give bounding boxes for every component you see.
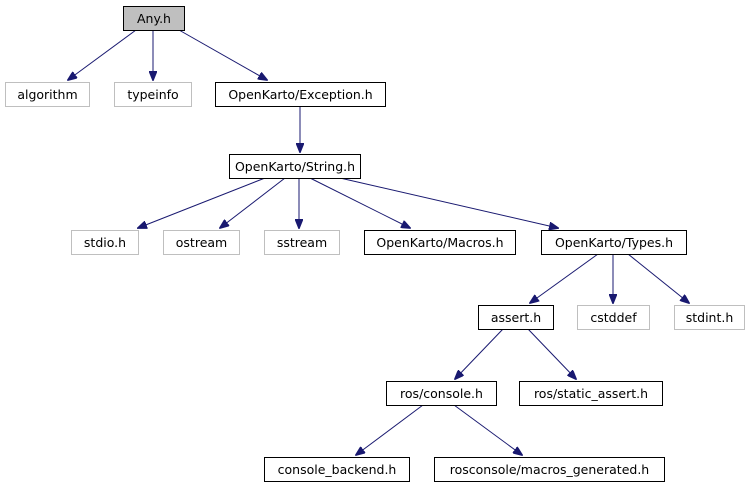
- node-label: OpenKarto/String.h: [235, 159, 355, 174]
- node-box: [71, 230, 139, 255]
- node-label: cstddef: [590, 310, 637, 325]
- node-box: [163, 230, 240, 255]
- node-ostream: ostream: [163, 230, 240, 255]
- node-string[interactable]: OpenKarto/String.h: [229, 154, 361, 179]
- edge-rosconsole-to-macrosgen: [453, 404, 522, 455]
- node-box: [674, 305, 745, 330]
- node-backend[interactable]: console_backend.h: [264, 457, 410, 482]
- edge-rosconsole-to-backend: [356, 404, 424, 455]
- node-any[interactable]: Any.h: [123, 6, 185, 31]
- node-label: sstream: [277, 235, 327, 250]
- node-label: algorithm: [17, 87, 77, 102]
- node-exception[interactable]: OpenKarto/Exception.h: [215, 82, 386, 107]
- node-box: [264, 457, 410, 482]
- node-box: [434, 457, 665, 482]
- edge-assert-to-staticassert: [527, 328, 576, 379]
- edge-types-to-stdint: [627, 253, 689, 303]
- node-label: Any.h: [137, 11, 171, 26]
- node-box: [229, 154, 361, 179]
- node-box: [519, 381, 663, 406]
- node-staticassert[interactable]: ros/static_assert.h: [519, 381, 663, 406]
- node-macros[interactable]: OpenKarto/Macros.h: [364, 230, 516, 255]
- node-label: typeinfo: [127, 87, 178, 102]
- node-macrosgen[interactable]: rosconsole/macros_generated.h: [434, 457, 665, 482]
- edges-layer: [68, 29, 689, 455]
- edge-string-to-macros: [309, 177, 410, 228]
- node-label: OpenKarto/Exception.h: [228, 87, 372, 102]
- edge-any-to-exception: [178, 29, 267, 80]
- node-label: assert.h: [491, 310, 541, 325]
- nodes-layer: Any.h algorithm typeinfo OpenKarto/Exceptio…: [5, 6, 745, 482]
- node-rosconsole[interactable]: ros/console.h: [386, 381, 497, 406]
- edge-string-to-types: [339, 177, 558, 228]
- node-box: [215, 82, 386, 107]
- node-stdint: stdint.h: [674, 305, 745, 330]
- node-typeinfo: typeinfo: [114, 82, 192, 107]
- edge-assert-to-rosconsole: [455, 328, 504, 379]
- node-label: ros/static_assert.h: [534, 386, 648, 401]
- node-label: ros/console.h: [400, 386, 483, 401]
- node-label: OpenKarto/Macros.h: [376, 235, 503, 250]
- node-label: stdint.h: [686, 310, 734, 325]
- node-assert[interactable]: assert.h: [478, 305, 554, 330]
- node-box: [114, 82, 192, 107]
- node-box: [123, 6, 185, 31]
- node-box: [264, 230, 340, 255]
- node-sstream: sstream: [264, 230, 340, 255]
- edge-string-to-ostream: [220, 177, 286, 228]
- node-box: [478, 305, 554, 330]
- node-box: [386, 381, 497, 406]
- node-algorithm: algorithm: [5, 82, 90, 107]
- node-stdio: stdio.h: [71, 230, 139, 255]
- node-box: [364, 230, 516, 255]
- node-cstddef: cstddef: [577, 305, 650, 330]
- node-label: OpenKarto/Types.h: [555, 235, 673, 250]
- node-box: [5, 82, 90, 107]
- node-label: console_backend.h: [278, 462, 397, 477]
- node-label: rosconsole/macros_generated.h: [450, 462, 649, 477]
- edge-string-to-stdio: [138, 177, 266, 228]
- node-label: ostream: [176, 235, 227, 250]
- node-box: [577, 305, 650, 330]
- node-box: [541, 230, 687, 255]
- edge-any-to-algorithm: [68, 29, 137, 80]
- node-types[interactable]: OpenKarto/Types.h: [541, 230, 687, 255]
- node-label: stdio.h: [84, 235, 126, 250]
- edge-types-to-assert: [530, 253, 599, 303]
